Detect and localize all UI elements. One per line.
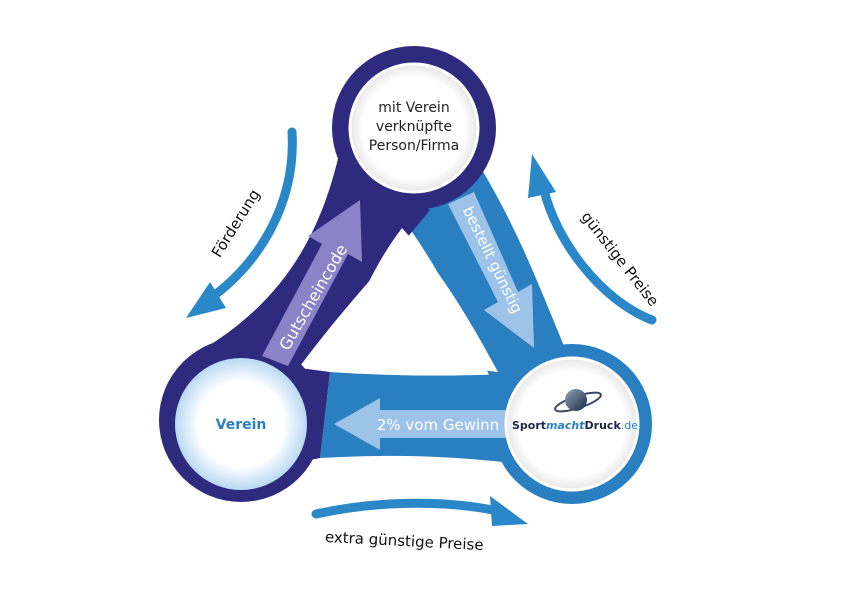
node-verein: Verein bbox=[175, 358, 307, 490]
node-top-line-2: verknüpfte bbox=[376, 119, 452, 135]
node-top: mit Verein verknüpfte Person/Firma bbox=[348, 62, 480, 194]
logo-globe-icon bbox=[554, 389, 602, 413]
inner-triangle bbox=[334, 228, 498, 372]
outer-label-extra-guenstige: extra günstige Preise bbox=[324, 528, 484, 554]
outer-label-guenstige-preise: günstige Preise bbox=[577, 208, 662, 310]
node-verein-label: Verein bbox=[216, 417, 267, 433]
flow-arrow-top-to-right bbox=[448, 192, 534, 348]
logo-text: SportmachtDruck.de bbox=[512, 419, 638, 432]
outer-arrow-right bbox=[528, 154, 657, 325]
node-top-line-1: mit Verein bbox=[378, 100, 449, 116]
flow-arrow-left-to-top bbox=[262, 200, 362, 366]
outer-arrow-bottom bbox=[311, 496, 528, 526]
outer-arrow-left bbox=[186, 127, 297, 318]
flow-label-gewinn: 2% vom Gewinn bbox=[377, 416, 499, 434]
node-top-line-3: Person/Firma bbox=[369, 138, 459, 154]
node-sportmachtdruck: SportmachtDruck.de bbox=[504, 356, 640, 492]
flow-arrow-right-to-left bbox=[334, 398, 506, 450]
